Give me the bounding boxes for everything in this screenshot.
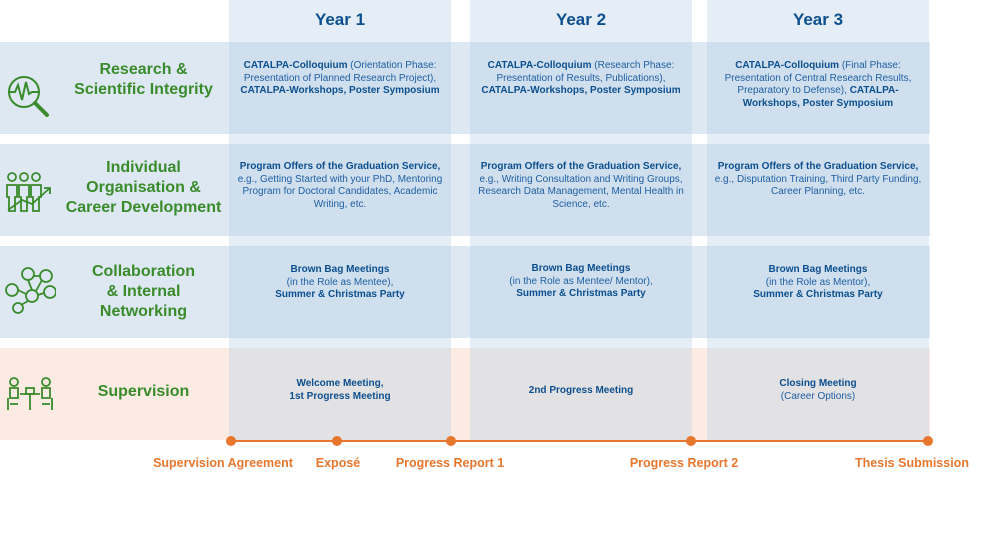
cell-supervision-year-1: Welcome Meeting, 1st Progress Meeting — [289, 378, 391, 402]
cell-career-year-2: Program Offers of the Graduation Service… — [478, 161, 684, 210]
year-2-column — [470, 0, 692, 440]
milestone-progress-report-2: Progress Report 2 — [629, 456, 739, 470]
cell-career-year-3: Program Offers of the Graduation Service… — [714, 161, 922, 197]
meeting-table-icon — [6, 376, 54, 412]
row-band-research — [0, 42, 930, 134]
career-growth-icon — [4, 170, 54, 214]
cell-collaboration-year-1: Brown Bag Meetings (in the Role as Mente… — [275, 264, 405, 300]
cell-research-year-2: CATALPA-Colloquium (Research Phase: Pres… — [481, 60, 681, 96]
milestone-thesis-submission: Thesis Submission — [855, 456, 969, 470]
milestone-dot-progress-report-1 — [446, 436, 456, 446]
year-1-column — [229, 0, 451, 440]
cell-career-year-1: Program Offers of the Graduation Service… — [237, 161, 443, 210]
network-icon — [4, 266, 57, 314]
cell-supervision-year-3: Closing Meeting (Career Options) — [779, 378, 857, 402]
cell-research-year-3: CATALPA-Colloquium (Final Phase: Present… — [724, 60, 912, 109]
year-3-header: Year 3 — [792, 10, 844, 29]
cell-collaboration-year-3: Brown Bag Meetings (in the Role as Mento… — [753, 264, 883, 300]
year-2-header: Year 2 — [555, 10, 607, 29]
research-magnifier-icon — [4, 72, 52, 120]
year-1-header: Year 1 — [314, 10, 366, 29]
cell-research-year-1: CATALPA-Colloquium (Orientation Phase: P… — [240, 60, 440, 96]
timeline-line — [231, 440, 929, 442]
cell-collaboration-year-2: Brown Bag Meetings (in the Role as Mente… — [509, 263, 653, 299]
milestone-dot-supervision-agreement — [226, 436, 236, 446]
milestone-progress-report-1: Progress Report 1 — [395, 456, 505, 470]
year-3-column — [707, 0, 929, 440]
row-band-collaboration — [0, 246, 930, 338]
cell-supervision-year-2: 2nd Progress Meeting — [528, 385, 634, 396]
milestone-supervision-agreement: Supervision Agreement — [153, 456, 293, 470]
milestone-dot-thesis-submission — [923, 436, 933, 446]
row-band-career — [0, 144, 930, 236]
milestone-expose: Exposé — [315, 456, 361, 470]
milestone-dot-progress-report-2 — [686, 436, 696, 446]
row-title-supervision: Supervision — [97, 383, 190, 400]
row-band-supervision — [0, 348, 930, 440]
milestone-dot-expose — [332, 436, 342, 446]
row-title-research: Research &Scientific Integrity — [74, 60, 213, 98]
